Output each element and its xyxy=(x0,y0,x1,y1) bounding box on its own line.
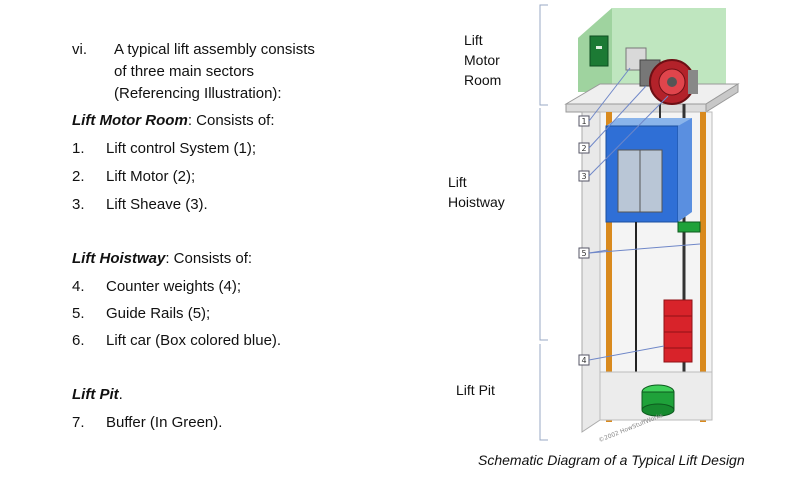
region-brackets xyxy=(539,4,548,441)
intro-line-3: (Referencing Illustration): xyxy=(114,85,282,102)
section-heading-pit: Lift Pit. xyxy=(72,386,123,403)
diagram-caption: Schematic Diagram of a Typical Lift Desi… xyxy=(478,452,745,468)
list-item: Lift control System (1); xyxy=(106,140,257,157)
label-motor-room-2: Motor xyxy=(464,52,500,68)
list-number: 2. xyxy=(72,168,85,185)
list-number: 5. xyxy=(72,305,85,322)
guide-rail-right xyxy=(700,112,706,422)
svg-text:5: 5 xyxy=(582,249,587,258)
hoistway: ©2002 HowStuffWorks xyxy=(581,104,713,444)
list-number: 6. xyxy=(72,332,85,349)
door-icon xyxy=(589,35,609,67)
callout-2: 2 xyxy=(578,85,647,154)
counterweight xyxy=(663,299,693,363)
list-number: 3. xyxy=(72,196,85,213)
svg-text:4: 4 xyxy=(582,356,587,365)
svg-text:1: 1 xyxy=(582,117,587,126)
label-hoistway-1: Lift xyxy=(448,174,467,190)
list-item: Lift Sheave (3). xyxy=(106,196,208,213)
intro-line-2: of three main sectors xyxy=(114,63,255,80)
label-motor-room-1: Lift xyxy=(464,32,483,48)
list-number: 4. xyxy=(72,278,85,295)
callout-1: 1 xyxy=(578,67,631,127)
list-item: Counter weights (4); xyxy=(106,278,242,295)
label-pit: Lift Pit xyxy=(456,382,495,398)
svg-text:2: 2 xyxy=(582,144,587,153)
motor-room xyxy=(564,8,740,113)
list-number: 7. xyxy=(72,414,85,431)
list-item: Guide Rails (5); xyxy=(106,305,211,322)
list-item: Lift Motor (2); xyxy=(106,168,196,185)
label-hoistway-2: Hoistway xyxy=(448,194,505,210)
lift-diagram: ©2002 HowStuffWorks 1 2 3 5 4 xyxy=(539,4,740,444)
section-heading-hoistway: Lift Hoistway: Consists of: xyxy=(72,250,253,267)
callout-3: 3 xyxy=(578,95,669,182)
callout-4: 4 xyxy=(578,345,665,366)
callouts: 1 2 3 5 4 xyxy=(578,67,701,366)
intro-marker: vi. xyxy=(72,41,87,58)
svg-text:3: 3 xyxy=(582,172,587,181)
section-heading-motor-room: Lift Motor Room: Consists of: xyxy=(72,112,275,129)
list-item: Lift car (Box colored blue). xyxy=(106,332,282,349)
list-number: 1. xyxy=(72,140,85,157)
guide-rail-left xyxy=(606,112,612,422)
callout-5: 5 xyxy=(578,243,701,259)
intro-line-1: A typical lift assembly consists xyxy=(114,41,315,58)
label-motor-room-3: Room xyxy=(464,72,502,88)
list-item: Buffer (In Green). xyxy=(106,414,223,431)
